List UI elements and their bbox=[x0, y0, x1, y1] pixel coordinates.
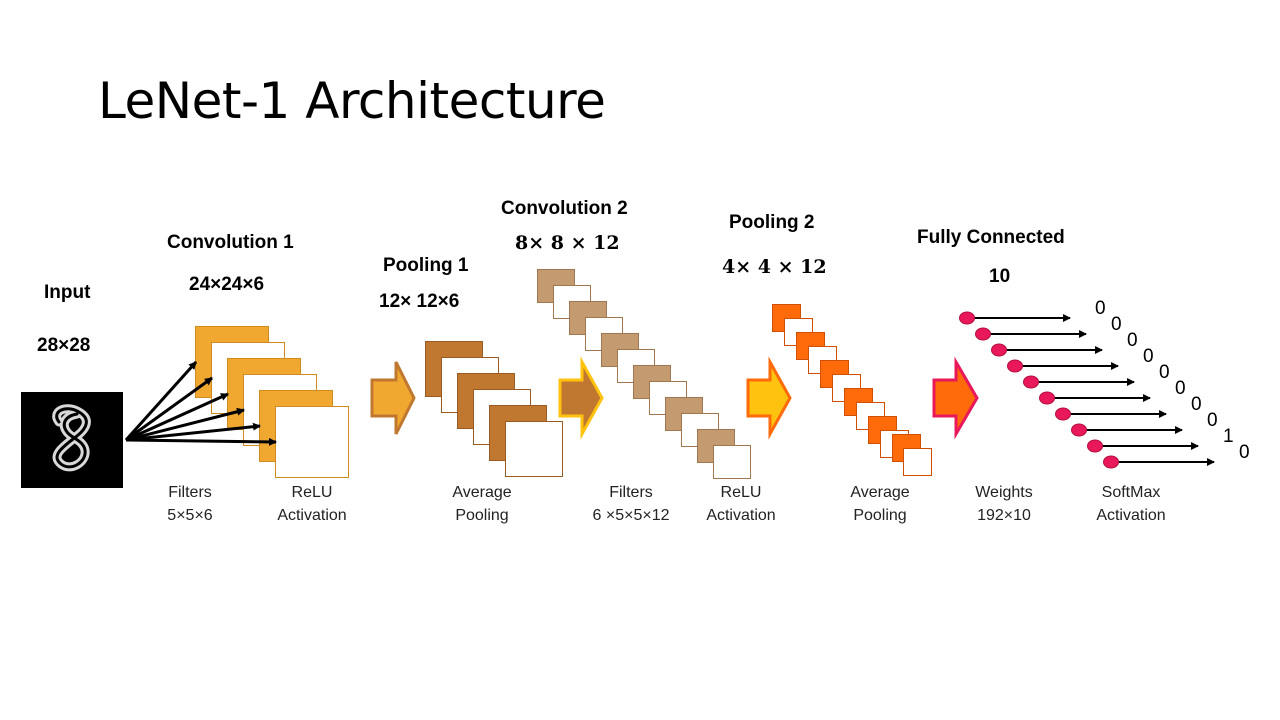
output-value: 0 bbox=[1143, 346, 1154, 367]
fc-weights-caption: Weights 192×10 bbox=[975, 484, 1033, 524]
pool2-caption: Average Pooling bbox=[850, 484, 910, 524]
block-arrow-1 bbox=[370, 361, 416, 435]
fc-node bbox=[1023, 375, 1039, 389]
pool2-map bbox=[903, 448, 932, 476]
conv2-label: Convolution 2 bbox=[501, 198, 628, 219]
fc-dims: 10 bbox=[989, 266, 1011, 287]
conv2-relu-caption: ReLU Activation bbox=[706, 484, 776, 524]
fc-node bbox=[1055, 407, 1071, 421]
output-value: 1 bbox=[1223, 426, 1234, 447]
fc-node bbox=[1071, 423, 1087, 437]
page-title: LeNet-1 Architecture bbox=[98, 72, 606, 130]
block-arrow-3 bbox=[746, 356, 792, 440]
pool1-caption: Average Pooling bbox=[452, 484, 512, 524]
output-value: 0 bbox=[1175, 378, 1186, 399]
conv1-filter-arrows bbox=[124, 360, 277, 446]
output-value: 0 bbox=[1111, 314, 1122, 335]
output-value: 0 bbox=[1095, 298, 1106, 319]
conv2-filters-caption: Filters 6 ×5×5×12 bbox=[592, 484, 670, 524]
fc-label: Fully Connected bbox=[917, 227, 1065, 248]
output-value: 0 bbox=[1127, 330, 1138, 351]
pool1-dims: 12× 12×6 bbox=[379, 291, 460, 312]
output-value: 0 bbox=[1239, 442, 1250, 463]
filter-arrow bbox=[125, 437, 277, 446]
output-value: 0 bbox=[1207, 410, 1218, 431]
fc-node bbox=[1087, 439, 1103, 453]
fc-output-arrows bbox=[967, 314, 1215, 466]
conv1-map bbox=[275, 406, 349, 478]
fc-node bbox=[1007, 359, 1023, 373]
input-dims: 28×28 bbox=[37, 335, 91, 356]
filter-arrow bbox=[125, 422, 261, 442]
fc-node bbox=[991, 343, 1007, 357]
fc-softmax-caption: SoftMax Activation bbox=[1096, 484, 1166, 524]
filter-arrow bbox=[124, 360, 198, 442]
fc-node bbox=[1103, 455, 1119, 469]
fc-node bbox=[959, 311, 975, 325]
filter-arrow bbox=[125, 407, 245, 442]
conv1-relu-caption: ReLU Activation bbox=[277, 484, 347, 524]
output-value: 0 bbox=[1159, 362, 1170, 383]
input-label: Input bbox=[44, 282, 91, 303]
pool2-dims: 4× 4 × 12 bbox=[722, 256, 827, 278]
filter-arrow bbox=[125, 376, 213, 442]
pool1-label: Pooling 1 bbox=[383, 255, 469, 276]
conv2-dims: 8× 8 × 12 bbox=[515, 232, 620, 254]
pool2-label: Pooling 2 bbox=[729, 212, 815, 233]
filter-arrow bbox=[125, 392, 229, 442]
output-value: 0 bbox=[1191, 394, 1202, 415]
digit-eight-icon bbox=[52, 404, 91, 472]
pool1-map bbox=[505, 421, 563, 477]
fc-nodes bbox=[959, 311, 1119, 469]
conv1-filters-caption: Filters 5×5×6 bbox=[167, 484, 213, 524]
input-digit-image bbox=[21, 392, 123, 488]
fc-node bbox=[1039, 391, 1055, 405]
fc-node bbox=[975, 327, 991, 341]
conv1-label: Convolution 1 bbox=[167, 232, 294, 253]
conv1-dims: 24×24×6 bbox=[189, 274, 265, 295]
conv2-map bbox=[713, 445, 751, 479]
block-arrow-2 bbox=[558, 356, 604, 440]
block-arrow-4 bbox=[932, 356, 979, 440]
